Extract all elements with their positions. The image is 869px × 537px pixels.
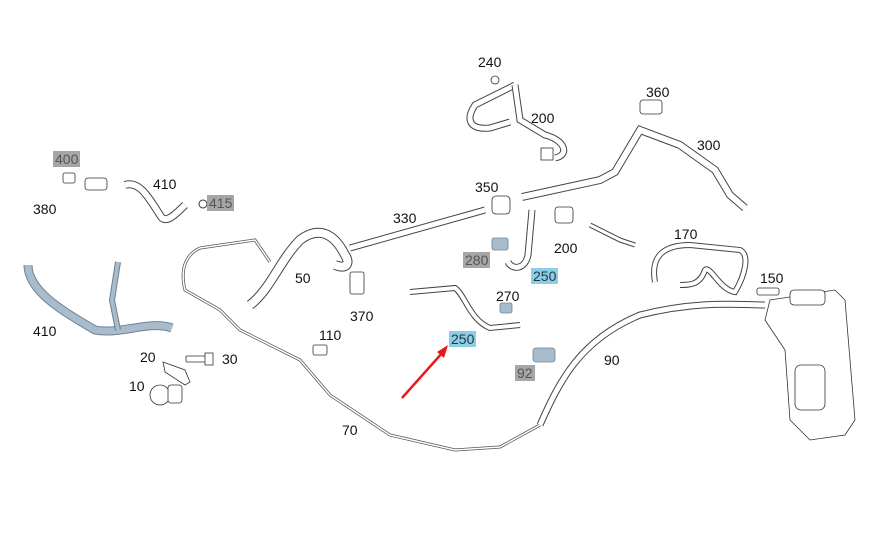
label-380[interactable]: 380 [33, 201, 57, 217]
hose-200-upper[interactable] [466, 81, 568, 162]
bolt-270[interactable] [499, 302, 513, 314]
label-90[interactable]: 90 [604, 352, 620, 368]
hose-250-lower[interactable] [409, 284, 521, 332]
coolant-reservoir[interactable] [764, 289, 856, 441]
label-300[interactable]: 300 [697, 137, 721, 153]
hose-410-upper[interactable] [123, 180, 208, 224]
label-270[interactable]: 270 [496, 288, 520, 304]
label-50[interactable]: 50 [295, 270, 311, 286]
pump-10[interactable] [149, 384, 183, 406]
part-400[interactable] [62, 172, 76, 184]
label-250-lower[interactable]: 250 [449, 331, 477, 347]
label-110[interactable]: 110 [319, 327, 342, 343]
label-20[interactable]: 20 [140, 349, 156, 365]
label-410-pipe[interactable]: 410 [33, 323, 57, 339]
fitting-150[interactable] [756, 287, 780, 296]
pipe-410[interactable] [23, 261, 174, 336]
pipe-330[interactable] [349, 206, 486, 252]
hose-250-upper[interactable] [504, 209, 536, 271]
nut-240[interactable] [490, 75, 500, 85]
label-350[interactable]: 350 [475, 179, 499, 195]
label-150[interactable]: 150 [760, 270, 784, 286]
label-240[interactable]: 240 [478, 54, 502, 70]
label-400[interactable]: 400 [53, 151, 81, 167]
label-360[interactable]: 360 [646, 84, 670, 100]
label-410[interactable]: 410 [153, 176, 177, 192]
label-10[interactable]: 10 [129, 378, 145, 394]
label-280[interactable]: 280 [463, 252, 491, 268]
clip-370[interactable] [349, 271, 365, 295]
bolt-30[interactable] [185, 352, 214, 366]
label-170[interactable]: 170 [674, 226, 698, 242]
label-200-lower[interactable]: 200 [554, 240, 578, 256]
bracket-20[interactable] [162, 361, 191, 386]
cap-350[interactable] [491, 195, 511, 215]
pointer-arrow [401, 345, 448, 399]
clip-92[interactable] [532, 347, 556, 363]
line-70[interactable] [181, 238, 541, 452]
label-330[interactable]: 330 [393, 210, 417, 226]
label-370[interactable]: 370 [350, 308, 374, 324]
valve-200[interactable] [554, 206, 636, 248]
hose-380[interactable] [26, 177, 108, 242]
hose-50[interactable] [246, 227, 353, 309]
clip-280[interactable] [491, 237, 509, 251]
hose-90[interactable] [536, 300, 766, 427]
clip-360[interactable] [639, 99, 663, 115]
label-200-upper[interactable]: 200 [531, 110, 555, 126]
hose-170[interactable] [651, 241, 749, 296]
clip-110[interactable] [312, 344, 328, 356]
hose-300[interactable] [521, 125, 748, 212]
label-250-upper[interactable]: 250 [531, 268, 559, 284]
label-30[interactable]: 30 [222, 351, 238, 367]
label-92[interactable]: 92 [515, 365, 535, 381]
label-415[interactable]: 415 [207, 195, 235, 211]
label-70[interactable]: 70 [342, 422, 358, 438]
